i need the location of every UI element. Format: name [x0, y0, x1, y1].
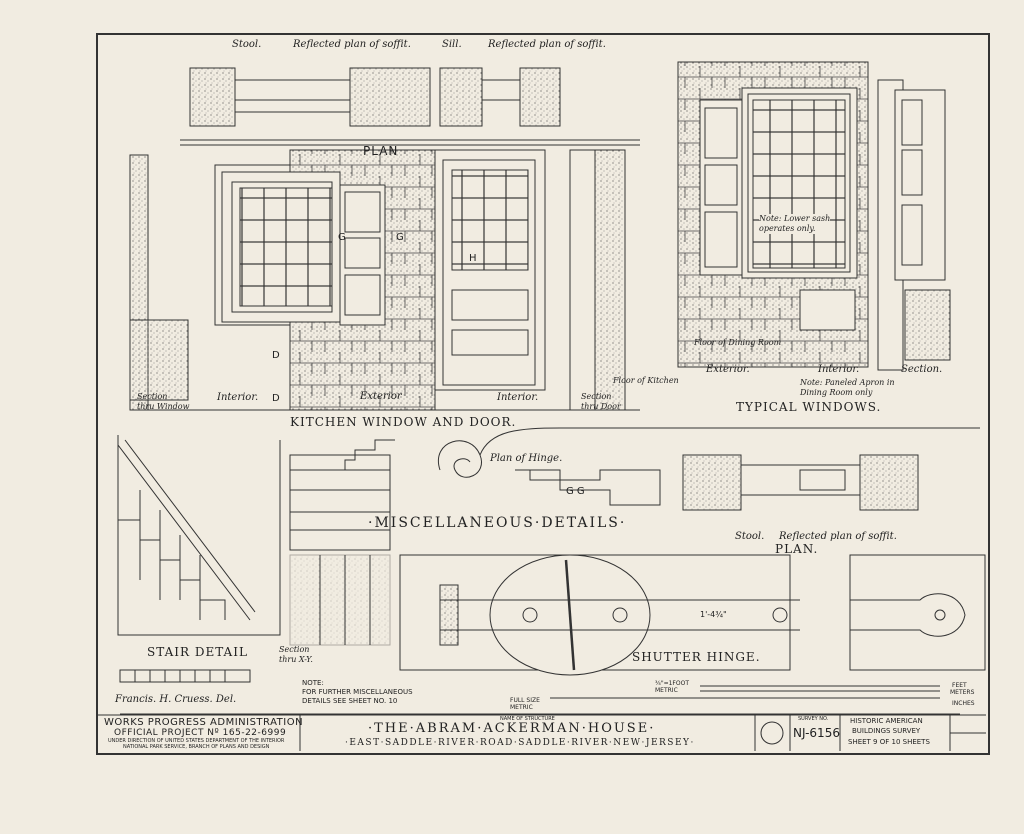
- marker-d-top: D: [272, 350, 280, 361]
- label-delineator: Francis. H. Cruess. Del.: [115, 694, 237, 705]
- marker-g2: G: [396, 232, 404, 243]
- label-soffit-bottom: Reflected plan of soffit.: [779, 531, 897, 542]
- scale-feet: FEET: [952, 682, 967, 689]
- label-soffit-top-left: Reflected plan of soffit.: [293, 39, 411, 50]
- title-survey-no: NJ-6156: [793, 726, 840, 740]
- scale-bars: [119, 669, 960, 715]
- label-exterior-right: Exterior.: [706, 364, 750, 375]
- label-misc-details: ·MISCELLANEOUS·DETAILS·: [368, 515, 627, 531]
- label-typical-windows: TYPICAL WINDOWS.: [736, 400, 882, 414]
- label-stool-top: Stool.: [232, 39, 262, 50]
- scale-meters: METERS: [950, 689, 975, 696]
- label-note-lower-sash: Note: Lower sash operates only.: [759, 214, 831, 234]
- label-note-paneled: Note: Paneled Apron in Dining Room only: [800, 378, 895, 397]
- label-section-thru-window: Section thru Window: [137, 392, 190, 411]
- marker-h: H: [469, 253, 477, 264]
- label-interior-right: Interior.: [818, 364, 860, 375]
- kitchen-window-door-linework: [129, 67, 640, 411]
- label-floor-of-kitchen: Floor of Kitchen: [613, 376, 679, 385]
- title-block-linework: [96, 714, 986, 751]
- title-name-of-structure-label: NAME OF STRUCTURE: [500, 716, 555, 722]
- label-exterior-center: Exterior: [360, 391, 402, 402]
- title-wpa-line2: OFFICIAL PROJECT Nº 165-22-6999: [114, 728, 287, 738]
- title-wpa-line3: UNDER DIRECTION OF UNITED STATES DEPARTM…: [108, 738, 285, 750]
- scale-full-size: FULL SIZE METRIC: [510, 697, 540, 711]
- label-plan-top: PLAN: [363, 144, 399, 158]
- label-kitchen-window-door: KITCHEN WINDOW AND DOOR.: [290, 415, 517, 429]
- label-plan-bottom: PLAN.: [775, 542, 819, 556]
- label-floor-dining: Floor of Dining Room: [694, 338, 782, 347]
- title-structure-name: ·THE·ABRAM·ACKERMAN·HOUSE·: [368, 721, 656, 736]
- title-address: ·EAST·SADDLE·RIVER·ROAD·SADDLE·RIVER·NEW…: [345, 738, 695, 748]
- marker-gg: G G: [566, 486, 585, 497]
- scale-inches: INCHES: [952, 700, 975, 707]
- marker-g1: G: [338, 232, 346, 243]
- label-section-thru-door: Section thru Door: [581, 392, 621, 411]
- label-soffit-top-right: Reflected plan of soffit.: [488, 39, 606, 50]
- scale-half-inch: ¾"=1FOOT METRIC: [655, 680, 689, 694]
- label-section-xy: Section thru X-Y.: [279, 645, 313, 664]
- title-survey-no-label: SURVEY NO.: [798, 716, 829, 722]
- dim-hinge: 1'-4¾": [700, 610, 727, 619]
- label-note-further: NOTE: FOR FURTHER MISCELLANEOUS DETAILS …: [302, 679, 413, 705]
- label-shutter-hinge: SHUTTER HINGE.: [632, 650, 761, 664]
- title-wpa-line1: WORKS PROGRESS ADMINISTRATION: [104, 717, 304, 728]
- label-section-right: Section.: [901, 364, 943, 375]
- misc-details-linework: [117, 427, 986, 676]
- sheet-border: [96, 33, 990, 755]
- title-habs-line1: HISTORIC AMERICAN: [850, 717, 923, 725]
- label-interior-left: Interior.: [217, 392, 259, 403]
- label-stair-detail: STAIR DETAIL: [147, 645, 248, 659]
- label-plan-of-hinge: Plan of Hinge.: [490, 453, 563, 464]
- label-stool-bottom: Stool.: [735, 531, 765, 542]
- typical-windows-linework: [677, 61, 951, 371]
- title-habs-line2: BUILDINGS SURVEY: [852, 727, 921, 735]
- marker-d-bottom: D: [272, 393, 280, 404]
- title-sheet-line: SHEET 9 OF 10 SHEETS: [848, 738, 930, 746]
- label-interior-center: Interior.: [497, 392, 539, 403]
- label-sill-top: Sill.: [442, 39, 462, 50]
